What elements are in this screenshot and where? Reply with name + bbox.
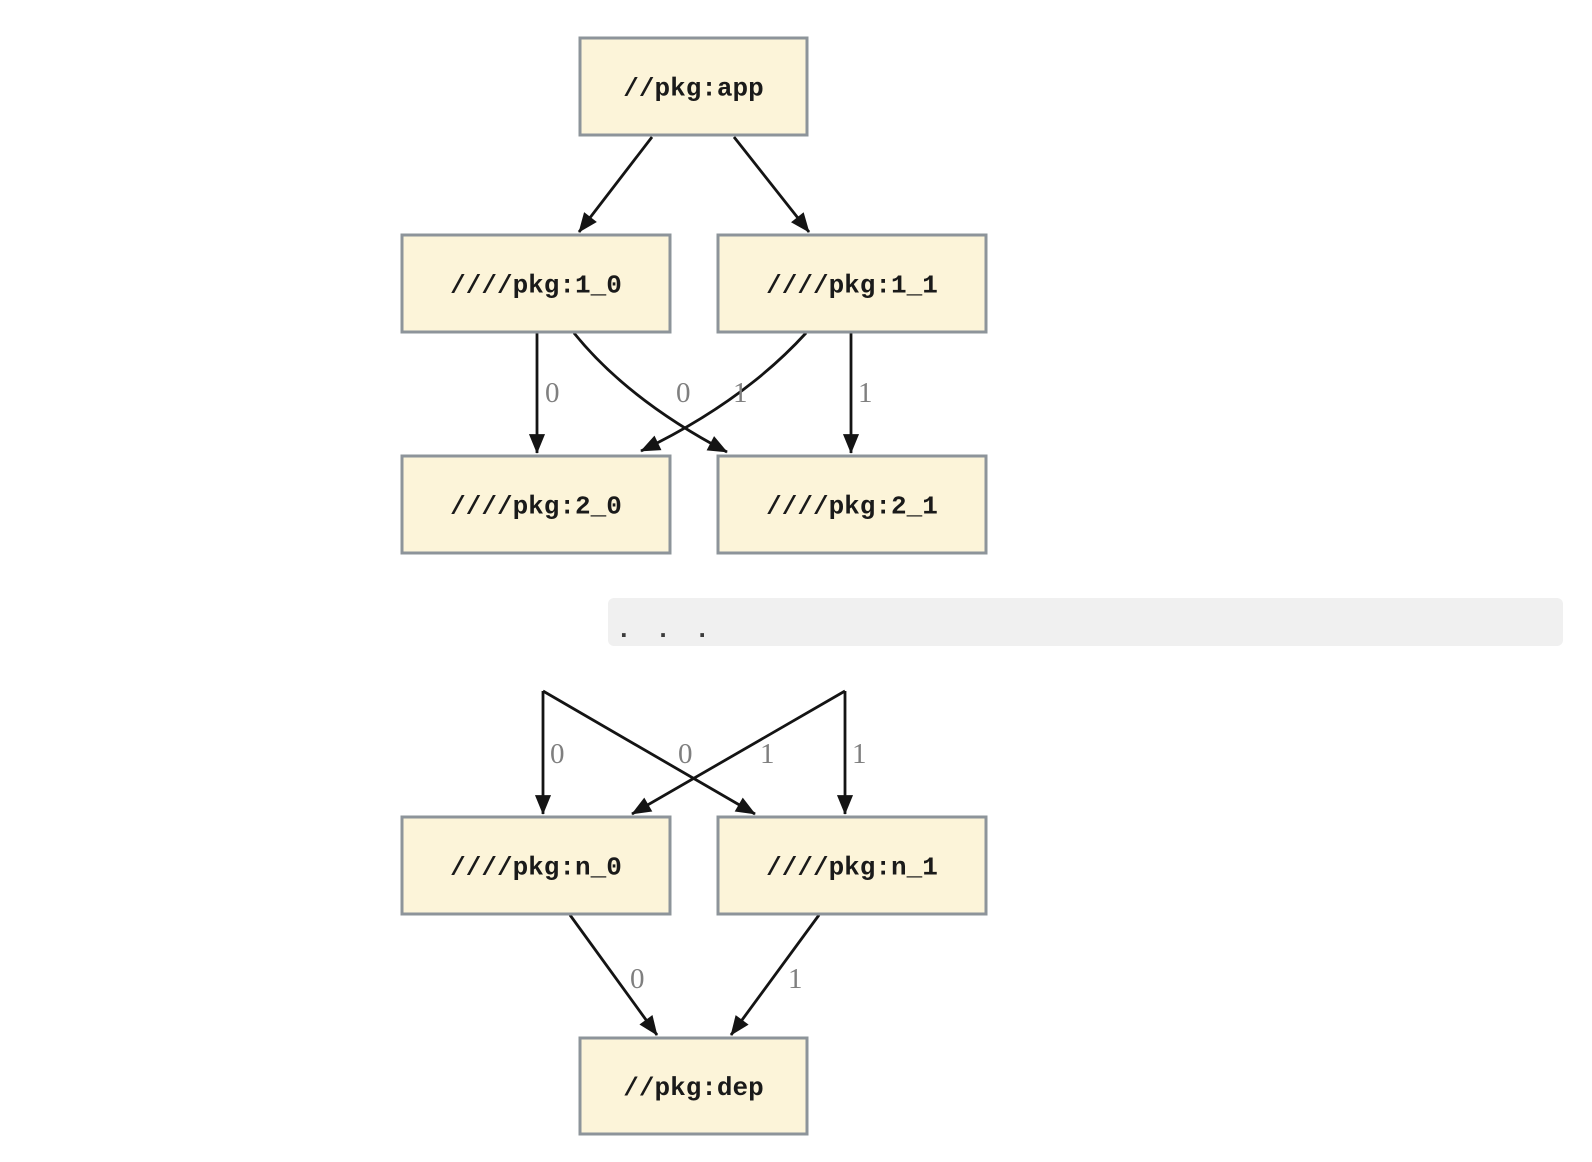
graph-node-box-1_0 bbox=[400, 233, 672, 334]
graph-node-n_1: ////pkg:n_1 bbox=[716, 815, 988, 916]
graph-node-label-1_0: ////pkg:1_0 bbox=[450, 271, 622, 301]
edge-label-ellipsis_1-n_0: 1 bbox=[760, 738, 775, 770]
graph-node-app: //pkg:app bbox=[578, 36, 809, 137]
graph-node-box-dep bbox=[578, 1036, 809, 1136]
graph-node-1_1: ////pkg:1_1 bbox=[716, 233, 988, 334]
edge-label-ellipsis_0-n_1: 0 bbox=[678, 738, 693, 770]
graph-node-2_1: ////pkg:2_1 bbox=[716, 454, 988, 555]
graph-node-label-dep: //pkg:dep bbox=[623, 1073, 763, 1103]
graph-node-box-n_1 bbox=[716, 815, 988, 916]
ellipsis-band bbox=[608, 598, 1563, 646]
graph-node-dep: //pkg:dep bbox=[578, 1036, 809, 1136]
graph-edge-n_1-dep bbox=[729, 914, 821, 1036]
graph-node-box-n_0 bbox=[400, 815, 672, 916]
graph-node-label-2_1: ////pkg:2_1 bbox=[766, 492, 938, 522]
graph-node-n_0: ////pkg:n_0 bbox=[400, 815, 672, 916]
graph-node-label-1_1: ////pkg:1_1 bbox=[766, 271, 938, 301]
graph-edge-ellipsis_1-n_0 bbox=[631, 689, 846, 816]
graph-node-box-2_0 bbox=[400, 454, 672, 555]
graph-edge-n_0-dep bbox=[568, 914, 659, 1036]
graph-node-label-n_0: ////pkg:n_0 bbox=[450, 853, 622, 883]
graph-node-1_0: ////pkg:1_0 bbox=[400, 233, 672, 334]
graph-node-label-app: //pkg:app bbox=[623, 74, 763, 104]
edge-label-1_1-2_1: 1 bbox=[858, 377, 873, 409]
graph-node-label-2_0: ////pkg:2_0 bbox=[450, 492, 622, 522]
graph-node-2_0: ////pkg:2_0 bbox=[400, 454, 672, 555]
graph-edge-app-1_1 bbox=[732, 136, 811, 233]
graph-edge-1_0-2_1 bbox=[572, 332, 728, 454]
graph-node-box-1_1 bbox=[716, 233, 988, 334]
graph-node-box-app bbox=[578, 36, 809, 137]
edge-label-ellipsis_0-n_0: 0 bbox=[550, 738, 565, 770]
edge-label-ellipsis_1-n_1: 1 bbox=[852, 738, 867, 770]
edge-label-1_0-2_1: 0 bbox=[676, 377, 691, 409]
edge-label-n_0-dep: 0 bbox=[630, 963, 645, 995]
edge-label-1_0-2_0: 0 bbox=[545, 377, 560, 409]
ellipsis-text: . . . bbox=[616, 615, 714, 645]
nodes-layer: //pkg:app ////pkg:1_0 ////pkg:1_1 ////pkg:2… bbox=[400, 36, 988, 1136]
ellipsis-band-layer: . . . bbox=[608, 598, 1563, 646]
graph-node-box-2_1 bbox=[716, 454, 988, 555]
edge-labels-layer: 0 0 1 1 0 0 1 1 0 1 bbox=[545, 377, 873, 995]
graph-edge-ellipsis_0-n_1 bbox=[542, 689, 756, 816]
edge-label-n_1-dep: 1 bbox=[788, 963, 803, 995]
graph-node-label-n_1: ////pkg:n_1 bbox=[766, 853, 938, 883]
edge-label-1_1-2_0: 1 bbox=[733, 377, 748, 409]
graph-edge-app-1_0 bbox=[577, 136, 654, 233]
edges-layer bbox=[528, 136, 860, 1036]
graph-edge-1_1-2_0 bbox=[640, 332, 808, 453]
